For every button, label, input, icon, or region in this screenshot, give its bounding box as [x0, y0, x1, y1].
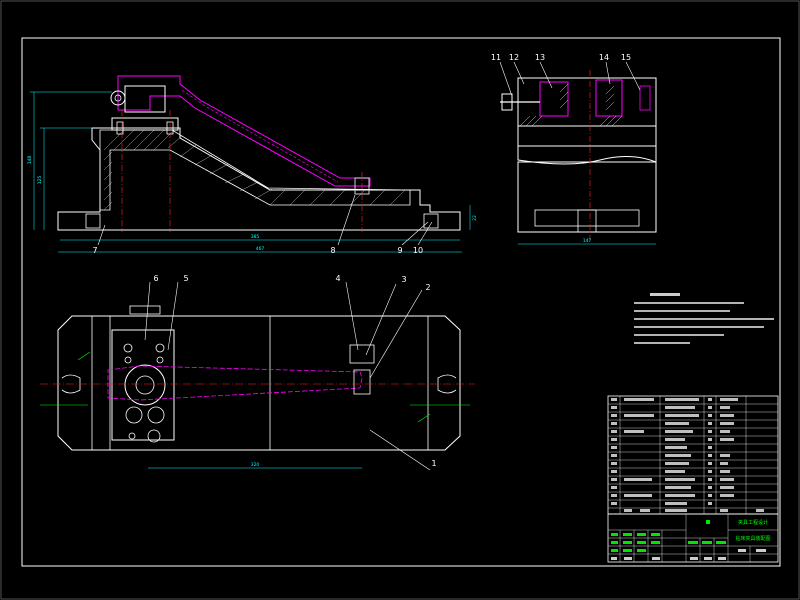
front-workpiece-inner — [181, 89, 339, 183]
plan-right-support — [349, 344, 375, 364]
dim-front-overall-length: 467 — [256, 246, 265, 252]
plan-leaders — [144, 281, 431, 471]
plan-workpiece — [107, 365, 363, 401]
side-workpiece-left — [539, 81, 569, 117]
technical-notes — [634, 293, 774, 344]
plan-clamp-hub-inner — [135, 375, 155, 395]
side-leaders — [499, 61, 641, 97]
front-clamp-block — [124, 85, 166, 113]
front-workpiece — [117, 75, 371, 187]
callout-4: 4 — [335, 274, 340, 283]
bom-cell-text — [611, 398, 764, 512]
title-drawing-name: 钻床夹具装配图 — [735, 535, 770, 542]
plan-clamp-bottom-4 — [128, 432, 136, 440]
dim-front-height-body: 125 — [37, 176, 43, 185]
front-support-block — [111, 117, 179, 131]
front-hatch-lines — [103, 129, 406, 211]
callout-14: 14 — [599, 53, 609, 62]
title-block-accent-text — [611, 520, 726, 552]
front-clamp-pin — [110, 90, 126, 106]
plan-clamp-top-bar — [129, 305, 161, 315]
front-leaders — [97, 194, 433, 246]
side-body-curve — [517, 146, 657, 165]
front-screw-left — [116, 121, 124, 135]
plan-clamp-hole-2 — [155, 343, 165, 353]
front-clamp-pin-inner — [114, 94, 122, 102]
plan-clamp-hub — [124, 364, 166, 406]
plan-clamp-bottom-1 — [125, 406, 143, 424]
side-base — [517, 125, 657, 147]
dim-front-foot-height: 22 — [472, 215, 478, 221]
side-foot-block — [577, 209, 597, 233]
side-leg — [517, 161, 657, 233]
side-hatch-lines — [519, 83, 623, 127]
drawing-frame — [21, 37, 781, 567]
plan-clamp-bottom-3 — [147, 429, 161, 443]
callout-12: 12 — [509, 53, 519, 62]
callout-6: 6 — [153, 274, 158, 283]
plan-clamp-hole-4 — [156, 356, 164, 364]
side-workpiece-right — [595, 79, 623, 117]
callout-10: 10 — [413, 246, 423, 255]
callout-13: 13 — [535, 53, 545, 62]
callout-5: 5 — [183, 274, 188, 283]
dim-plan-hole-spacing: 320 — [251, 462, 260, 468]
side-view: 147 11 12 13 14 15 — [491, 53, 657, 245]
title-block-grid — [608, 514, 778, 562]
callout-11: 11 — [491, 53, 501, 62]
plan-clamp-hole-1 — [123, 343, 133, 353]
plan-base-outline — [57, 315, 461, 451]
front-dimension-lines — [30, 91, 471, 253]
callout-1: 1 — [431, 459, 436, 468]
front-locator-right — [423, 213, 439, 229]
title-maker-text: 夹具工程设计 — [738, 519, 768, 526]
side-handle-knob — [501, 93, 513, 111]
callout-9: 9 — [397, 246, 402, 255]
dim-front-height-total: 148 — [27, 156, 33, 165]
dim-side-width: 147 — [583, 238, 592, 244]
plan-view: 320 6 5 4 3 2 1 — [40, 274, 475, 471]
front-locator-left — [85, 213, 101, 229]
plan-clamp-bottom-2 — [147, 406, 165, 424]
plan-right-pin — [353, 369, 371, 395]
title-block: 夹具工程设计 钻床夹具装配图 — [607, 395, 779, 563]
callout-7: 7 — [92, 246, 97, 255]
callout-8: 8 — [330, 246, 335, 255]
bom-row-lines — [608, 403, 778, 509]
callout-15: 15 — [621, 53, 631, 62]
plan-clamp-body — [111, 329, 175, 441]
side-workpiece-pin — [639, 85, 651, 111]
front-view: 385 467 148 125 22 7 8 9 10 — [27, 75, 478, 255]
title-block-labels — [611, 549, 766, 560]
callout-2: 2 — [425, 283, 430, 292]
dim-front-inner-length: 385 — [251, 234, 260, 240]
plan-clamp-hole-3 — [124, 356, 132, 364]
plan-dim-arrows — [40, 351, 470, 423]
side-lower-slot — [534, 209, 640, 227]
bom-col-lines — [619, 396, 747, 514]
callout-3: 3 — [401, 275, 406, 284]
